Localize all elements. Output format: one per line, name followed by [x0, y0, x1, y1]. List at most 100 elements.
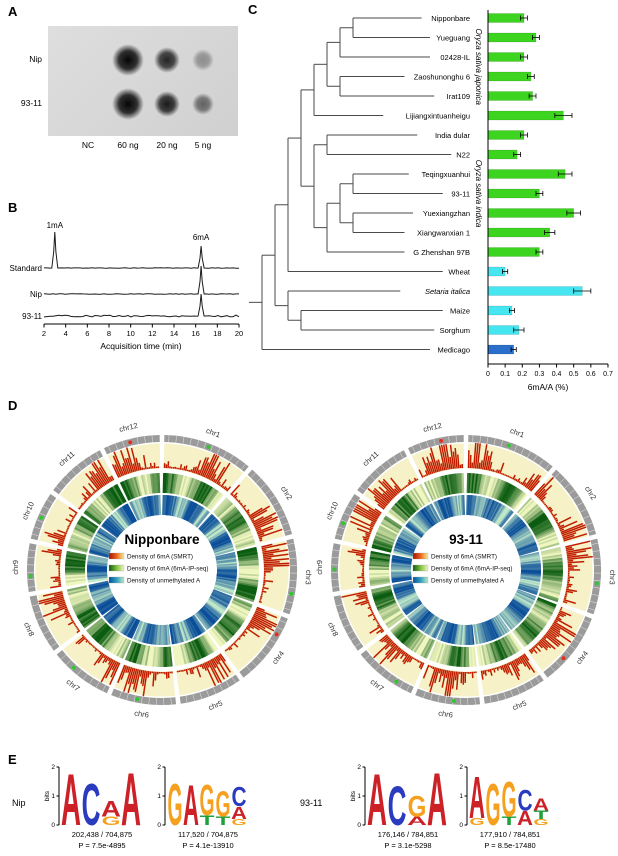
svg-text:G Zhenshan 97B: G Zhenshan 97B: [413, 248, 470, 257]
svg-text:Density of unmethylated A: Density of unmethylated A: [431, 578, 505, 585]
svg-text:G: G: [408, 789, 427, 823]
bar: [487, 208, 574, 218]
blot-dot: [153, 90, 181, 118]
blot-dot: [192, 93, 214, 115]
svg-text:Standard: Standard: [10, 264, 42, 273]
svg-text:chr10: chr10: [20, 500, 36, 521]
svg-text:chr1: chr1: [509, 426, 526, 440]
svg-text:T: T: [200, 813, 215, 828]
svg-text:chr6: chr6: [134, 709, 150, 720]
svg-text:Nipponbare: Nipponbare: [431, 14, 470, 23]
svg-text:chr8: chr8: [22, 621, 36, 638]
logo-pvalue: P = 4.1e-13910: [182, 840, 234, 850]
svg-text:C: C: [388, 776, 407, 837]
bar: [487, 130, 525, 140]
ip-seq-6ma-density-ring: [64, 472, 260, 668]
blot-dot: [192, 49, 214, 71]
logo-caption: 117,520 / 704,875 P = 4.1e-13910: [158, 830, 258, 851]
logo-pvalue: P = 3.1e-5298: [384, 840, 432, 850]
svg-text:G: G: [216, 785, 231, 825]
bar: [487, 169, 566, 179]
panel-a-label: A: [8, 4, 18, 19]
svg-text:A: A: [101, 797, 121, 822]
unmethylated-a-density-ring: [86, 494, 238, 646]
svg-text:chr4: chr4: [574, 649, 590, 666]
svg-text:Sorghum: Sorghum: [440, 326, 470, 335]
svg-text:Oryza sativa japonica: Oryza sativa japonica: [474, 29, 483, 106]
svg-text:2: 2: [42, 329, 46, 338]
svg-text:Density of 6mA (SMRT): Density of 6mA (SMRT): [431, 554, 497, 561]
svg-text:6mA/A (%): 6mA/A (%): [528, 382, 569, 392]
svg-text:0.4: 0.4: [552, 371, 562, 378]
svg-text:2: 2: [51, 764, 55, 771]
logo-count: 177,910 / 784,851: [479, 830, 541, 839]
blot-dot: [153, 46, 181, 74]
svg-text:6: 6: [85, 329, 89, 338]
bar: [487, 227, 550, 238]
blot-dot: [112, 44, 144, 76]
svg-text:chr8: chr8: [326, 621, 340, 638]
bar: [487, 286, 583, 296]
svg-text:A: A: [231, 804, 247, 824]
svg-text:G: G: [469, 817, 484, 828]
svg-text:1: 1: [157, 793, 161, 800]
svg-text:A: A: [533, 795, 549, 815]
dot-blot-membrane: [48, 26, 238, 136]
svg-text:chr12: chr12: [422, 421, 442, 434]
svg-text:Density of 6mA (SMRT): Density of 6mA (SMRT): [127, 554, 193, 561]
svg-text:1: 1: [357, 793, 361, 800]
svg-text:0: 0: [459, 822, 463, 829]
svg-text:4: 4: [64, 329, 68, 338]
svg-text:Yueguang: Yueguang: [436, 33, 470, 42]
logo-y-axis: 210: [459, 764, 468, 829]
blot-col-label: NC: [81, 140, 95, 150]
unmethylated-a-density-ring: [390, 494, 542, 646]
svg-text:0.6: 0.6: [586, 371, 596, 378]
circos-plot-nipponbare: chr1chr2chr3chr4chr5chr6chr7chr8chr9chr1…: [11, 421, 313, 720]
svg-text:2: 2: [357, 764, 361, 771]
svg-text:G: G: [534, 819, 549, 828]
panel-d-label: D: [8, 398, 18, 413]
svg-text:Density of unmethylated A: Density of unmethylated A: [127, 578, 201, 585]
svg-text:chr11: chr11: [361, 449, 381, 468]
svg-text:16: 16: [191, 329, 199, 338]
svg-text:bits: bits: [44, 790, 51, 801]
svg-text:G: G: [102, 815, 121, 828]
blot-col-label: 5 ng: [194, 140, 212, 150]
svg-text:chr6: chr6: [438, 709, 454, 720]
svg-text:C: C: [82, 771, 101, 838]
svg-text:G: G: [502, 771, 517, 826]
bar: [487, 344, 514, 355]
svg-text:A: A: [61, 759, 81, 841]
svg-text:A: A: [183, 775, 199, 838]
logo-caption: 177,910 / 784,851 P = 8.5e-17480: [460, 830, 560, 851]
svg-text:2: 2: [157, 764, 161, 771]
svg-text:G: G: [232, 819, 247, 828]
svg-text:T: T: [502, 815, 517, 828]
panel-c-label: C: [248, 2, 258, 17]
svg-text:chr9: chr9: [315, 560, 324, 575]
svg-text:93-11: 93-11: [449, 532, 483, 547]
svg-text:bits: bits: [350, 790, 357, 801]
svg-text:Maize: Maize: [450, 306, 470, 315]
svg-text:chr5: chr5: [511, 698, 528, 712]
svg-text:chr3: chr3: [303, 570, 313, 585]
chromosome-ideogram-ring: [331, 435, 601, 705]
svg-text:A: A: [427, 759, 447, 843]
svg-text:A: A: [407, 814, 427, 827]
svg-text:Xiangwanxian 1: Xiangwanxian 1: [417, 228, 470, 237]
svg-text:0: 0: [51, 822, 55, 829]
svg-text:18: 18: [213, 329, 221, 338]
panel-b-label: B: [8, 200, 18, 215]
bar: [487, 52, 525, 62]
phylogenetic-tree: [249, 17, 452, 350]
